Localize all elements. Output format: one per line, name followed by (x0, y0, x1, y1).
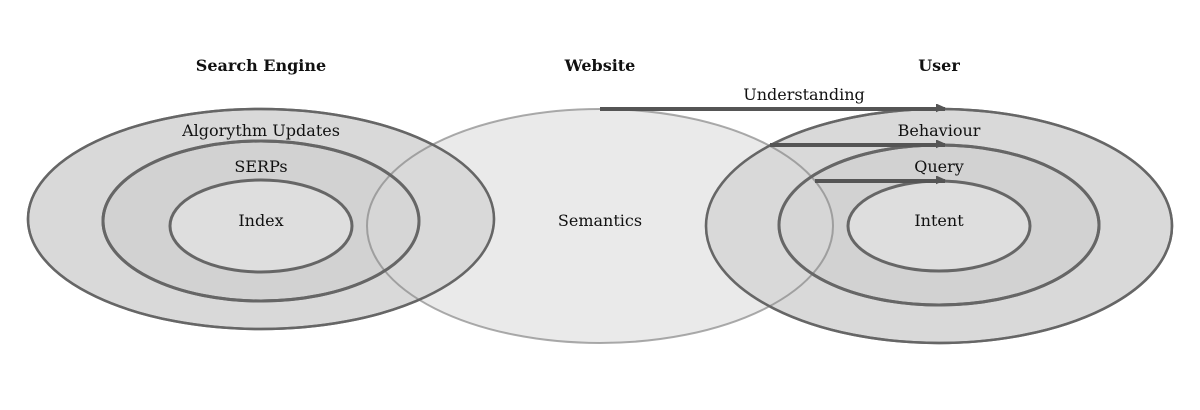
index-label: Index (238, 211, 283, 230)
algorithm-updates-label: Algorythm Updates (181, 121, 340, 140)
semantics-label: Semantics (558, 211, 642, 230)
intent-label: Intent (914, 211, 964, 230)
serps-label: SERPs (234, 157, 287, 176)
understanding-label: Understanding (743, 85, 865, 104)
query-label: Query (914, 157, 964, 176)
website-title: Website (564, 56, 636, 75)
user-title: User (918, 56, 960, 75)
algorithm-updates-ring-outline (26, 107, 496, 331)
search-engine-title: Search Engine (196, 56, 326, 75)
behaviour-label: Behaviour (898, 121, 981, 140)
index-ring (168, 178, 354, 274)
serps-ring-outline (101, 139, 421, 303)
